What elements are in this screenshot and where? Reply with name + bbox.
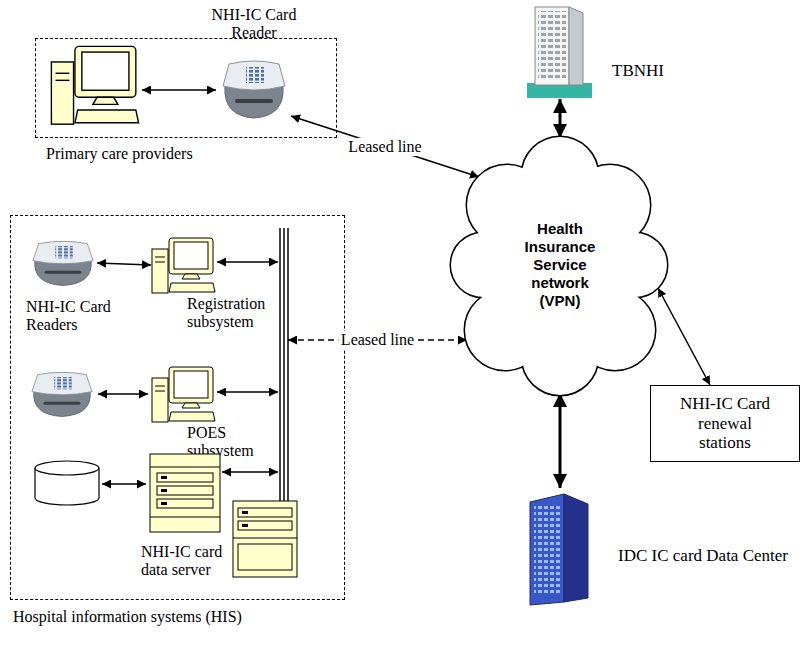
device-node: POES subsystem xyxy=(149,364,279,461)
pc-icon xyxy=(151,237,216,295)
node-label: Primary care providers xyxy=(46,145,193,163)
device-node: NHI-IC Card Readers xyxy=(23,236,128,335)
connector xyxy=(559,393,562,488)
device-node: NHI-IC card data server xyxy=(136,451,236,580)
network-bus xyxy=(287,228,289,505)
building-node: IDC IC card Data Center xyxy=(526,488,788,608)
network-bus xyxy=(283,228,285,505)
node-label: Health Insurance Service network (VPN) xyxy=(514,220,606,310)
bldgA-icon xyxy=(527,3,592,98)
link-arrow xyxy=(217,261,278,263)
node-label: IDC IC card Data Center xyxy=(618,546,788,566)
building-node: TBNHI xyxy=(527,3,677,100)
server-icon xyxy=(149,453,221,533)
node-label: NHI-IC Card renewal stations xyxy=(675,394,775,453)
process-box: NHI-IC Card renewal stations xyxy=(650,385,800,462)
bldgB-icon xyxy=(526,488,594,606)
pc-icon xyxy=(151,366,216,424)
device-node: Registration subsystem xyxy=(149,235,279,332)
network-bus xyxy=(279,228,281,505)
edge-label: Leased line xyxy=(345,138,424,156)
node-label: TBNHI xyxy=(612,61,677,81)
node-label: NHI-IC card data server xyxy=(141,543,236,580)
link-arrow xyxy=(217,391,278,393)
reader-icon xyxy=(219,58,289,120)
node-label: Hospital information systems (HIS) xyxy=(13,608,242,626)
link-arrow xyxy=(98,393,148,395)
server-icon xyxy=(233,501,297,577)
link-arrow xyxy=(102,483,146,485)
reader-icon xyxy=(29,239,97,287)
node-label: NHI-IC Card Readers xyxy=(26,298,128,335)
connector xyxy=(291,116,479,177)
network-cloud: Health Insurance Service network (VPN) xyxy=(455,135,665,395)
link-arrow xyxy=(222,471,278,473)
connector xyxy=(559,99,562,138)
group-box: Primary care providersNHI-IC Card Reader xyxy=(35,38,337,138)
edge-label: Leased line xyxy=(338,331,417,349)
computer-icon xyxy=(51,46,138,124)
card-reader-icon xyxy=(32,372,92,416)
group-box: Hospital information systems (HIS)NHI-IC… xyxy=(10,215,345,600)
disk-icon xyxy=(35,461,99,475)
node-label: Registration subsystem xyxy=(187,295,279,332)
connector xyxy=(658,288,710,385)
device-node: NHI-IC Card Reader xyxy=(199,6,309,123)
node-label: NHI-IC Card Reader xyxy=(199,6,309,123)
connector xyxy=(97,263,151,265)
link-arrow xyxy=(142,89,216,91)
